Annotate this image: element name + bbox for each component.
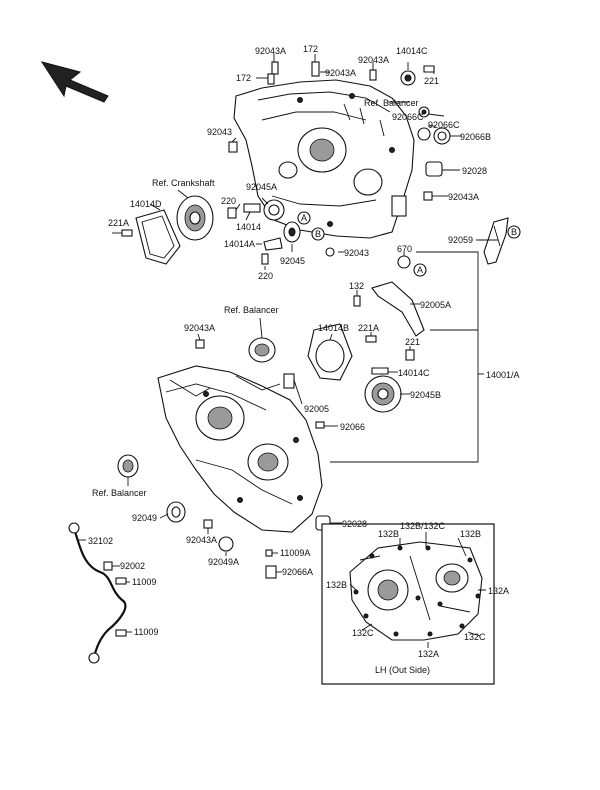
inset-label-132b-1: 132B <box>378 529 399 539</box>
callout-a-right: A <box>417 265 423 275</box>
label-132: 132 <box>349 281 364 291</box>
label-ref-balancer-low: Ref. Balancer <box>92 488 147 498</box>
label-220-1: 220 <box>221 196 236 206</box>
inset-caption: LH (Out Side) <box>375 665 430 675</box>
part-labels: 92043A 172 92043A 14014C 221 172 92043A … <box>88 44 520 675</box>
label-92045a: 92045A <box>246 182 277 192</box>
inset-label-132a-1: 132A <box>488 586 509 596</box>
upper-small-parts <box>228 61 451 257</box>
label-14014: 14014 <box>236 222 261 232</box>
label-221a-2: 221A <box>358 323 379 333</box>
inset-label-132b-132c: 132B/132C <box>400 521 446 531</box>
chain-guide <box>353 255 425 337</box>
balancer-seal-mid <box>195 337 276 363</box>
callout-markers: A B A B <box>297 211 521 277</box>
label-92043a-3: 92043A <box>325 68 356 78</box>
label-670: 670 <box>397 244 412 254</box>
label-92066c-1: 92066C <box>392 112 424 122</box>
front-arrow-icon <box>40 61 109 103</box>
label-92005: 92005 <box>304 404 329 414</box>
label-92043a-1: 92043A <box>255 46 286 56</box>
label-172-1: 172 <box>303 44 318 54</box>
inset-bolt-dots <box>353 545 481 637</box>
label-ref-crankshaft: Ref. Crankshaft <box>152 178 215 188</box>
label-92049a: 92049A <box>208 557 239 567</box>
label-92043a-6: 92043A <box>186 535 217 545</box>
inset-label-132b-3: 132B <box>326 580 347 590</box>
label-92002: 92002 <box>120 561 145 571</box>
label-92045: 92045 <box>280 256 305 266</box>
callout-a-upper: A <box>301 213 307 223</box>
callout-b-right: B <box>511 227 517 237</box>
label-221-1: 221 <box>424 76 439 86</box>
inset-lh-outside <box>321 523 495 685</box>
inset-label-132a-2: 132A <box>418 649 439 659</box>
lower-crankcase-half <box>157 365 323 533</box>
label-92028-1: 92028 <box>462 166 487 176</box>
label-92043-1: 92043 <box>207 127 232 137</box>
label-11009-1: 11009 <box>132 577 156 587</box>
cover-14014b <box>307 323 415 381</box>
label-221-2: 221 <box>405 337 420 347</box>
label-92043-2: 92043 <box>344 248 369 258</box>
label-221a-1: 221A <box>108 218 129 228</box>
inset-label-132b-2: 132B <box>460 529 481 539</box>
inset-label-132c-1: 132C <box>352 628 374 638</box>
label-92066c-2: 92066C <box>428 120 460 130</box>
leader-lines <box>78 54 498 633</box>
label-14014a: 14014A <box>224 239 255 249</box>
label-14014c-2: 14014C <box>398 368 430 378</box>
label-92066a: 92066A <box>282 567 313 577</box>
label-92059: 92059 <box>448 235 473 245</box>
oil-pipe-32102 <box>68 522 127 664</box>
callout-b-upper: B <box>315 229 321 239</box>
label-92043a-5: 92043A <box>184 323 215 333</box>
label-92066: 92066 <box>340 422 365 432</box>
label-14001a: 14001/A <box>486 370 520 380</box>
label-11009a: 11009A <box>280 548 310 558</box>
label-11009-2: 11009 <box>134 627 158 637</box>
lower-small-parts <box>117 421 331 579</box>
label-92043a-4: 92043A <box>448 192 479 202</box>
label-172-2: 172 <box>236 73 251 83</box>
label-ref-balancer-mid: Ref. Balancer <box>224 305 279 315</box>
label-92043a-2: 92043A <box>358 55 389 65</box>
label-14014d: 14014D <box>130 199 162 209</box>
label-92049: 92049 <box>132 513 157 523</box>
label-92005a: 92005A <box>420 300 451 310</box>
label-ref-balancer-top: Ref. Balancer <box>364 98 419 108</box>
bearing-92045b <box>364 375 402 413</box>
label-14014c-1: 14014C <box>396 46 428 56</box>
crankshaft-seal-cover <box>121 195 301 265</box>
part-92059-tube <box>483 217 509 265</box>
label-92028-2: 92028 <box>342 519 367 529</box>
label-220-2: 220 <box>258 271 273 281</box>
label-92045b: 92045B <box>410 390 441 400</box>
label-14014b: 14014B <box>318 323 349 333</box>
upper-crankcase-half <box>233 79 415 239</box>
label-32102: 32102 <box>88 536 113 546</box>
inset-label-132c-2: 132C <box>464 632 486 642</box>
label-92066b: 92066B <box>460 132 491 142</box>
